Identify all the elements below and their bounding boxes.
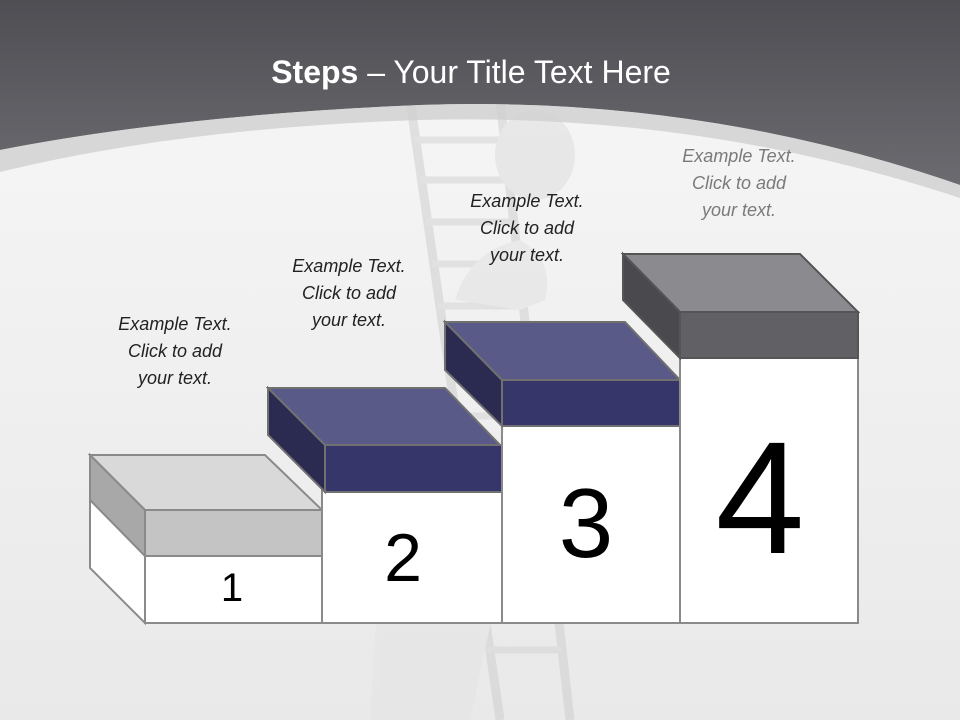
step-3-block [442, 319, 683, 624]
step-3-number: 3 [558, 468, 614, 578]
caption-line: your text. [701, 200, 777, 220]
header-band [0, 0, 960, 185]
step-3-caption[interactable]: Example Text. Click to add your text. [442, 188, 612, 269]
title-rest: – Your Title Text Here [358, 54, 671, 90]
page-title: Steps – Your Title Text Here [0, 54, 942, 91]
step-1-number: 1 [220, 566, 244, 610]
caption-line: your text. [489, 245, 565, 265]
step-2-number: 2 [384, 520, 422, 596]
step-2-caption[interactable]: Example Text. Click to add your text. [264, 253, 434, 334]
caption-line: your text. [137, 368, 213, 388]
step-1-caption[interactable]: Example Text. Click to add your text. [90, 311, 260, 392]
step-4-number: 4 [715, 408, 805, 587]
step-4-caption[interactable]: Example Text. Click to add your text. [654, 143, 824, 224]
header-band-edge [0, 104, 960, 198]
step-2-block [265, 385, 503, 624]
caption-line: Click to add [301, 283, 397, 303]
caption-line: Click to add [127, 341, 223, 361]
caption-line: Click to add [691, 173, 787, 193]
caption-line: Example Text. [470, 191, 584, 211]
caption-line: Example Text. [118, 314, 232, 334]
title-bold: Steps [271, 54, 359, 90]
caption-line: Example Text. [292, 256, 406, 276]
caption-line: your text. [311, 310, 387, 330]
caption-line: Click to add [479, 218, 575, 238]
step-1-block [87, 452, 325, 626]
step-4-block [620, 251, 861, 624]
caption-line: Example Text. [682, 146, 796, 166]
